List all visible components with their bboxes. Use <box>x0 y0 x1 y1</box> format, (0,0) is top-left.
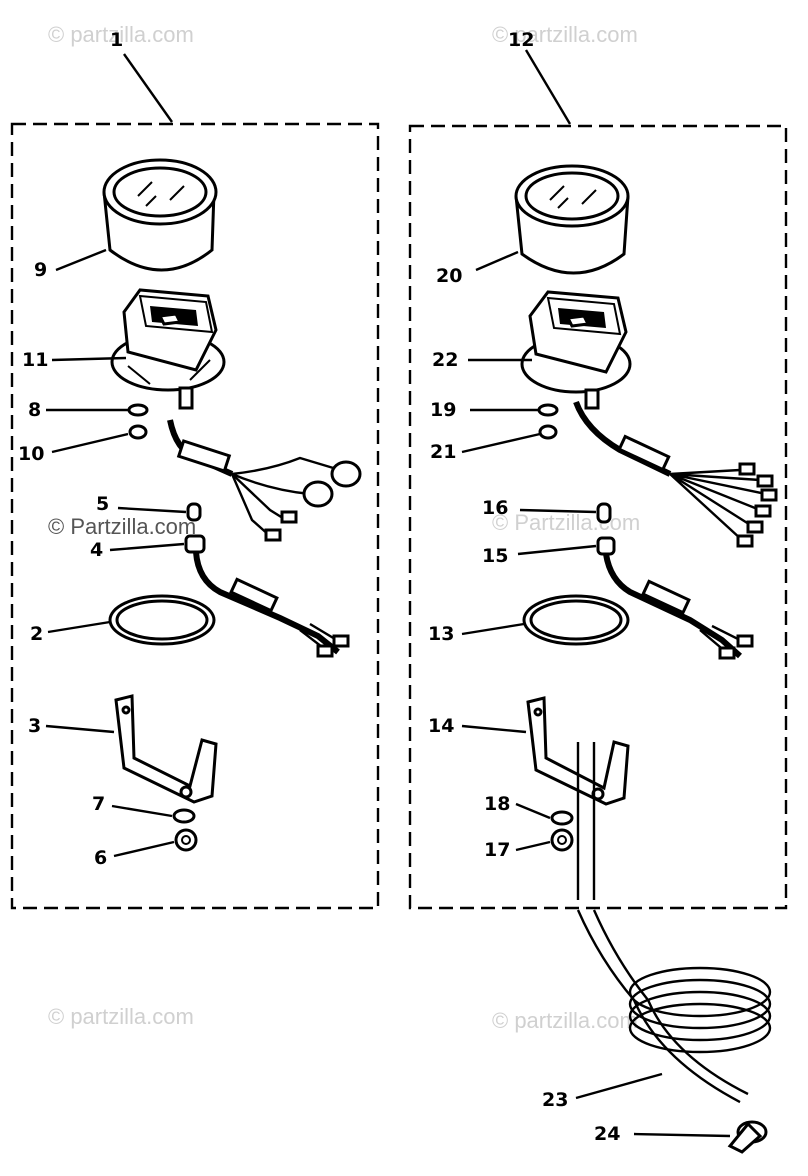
part-11-wire-harness <box>167 419 362 542</box>
callout-2: 2 <box>30 623 43 645</box>
part-11-gauge-body <box>110 288 226 410</box>
group-box-left <box>10 122 380 910</box>
part-18-washer <box>550 810 574 826</box>
callout-19: 19 <box>430 399 456 421</box>
part-19-washer <box>537 403 559 417</box>
part-9-bezel-glass <box>102 158 218 272</box>
part-22-gauge-body <box>520 290 632 410</box>
part-22-wire-harness <box>573 400 778 548</box>
part-4-socket-harness <box>184 534 350 658</box>
part-21-nut <box>538 424 558 440</box>
callout-10: 10 <box>18 443 44 465</box>
callout-21: 21 <box>430 441 456 463</box>
callout-3: 3 <box>28 715 41 737</box>
callout-8: 8 <box>28 399 41 421</box>
callout-4: 4 <box>90 539 103 561</box>
callout-24: 24 <box>594 1123 620 1145</box>
callout-7: 7 <box>92 793 105 815</box>
callout-17: 17 <box>484 839 510 861</box>
watermark-top-right: © partzilla.com <box>492 22 638 47</box>
callout-23: 23 <box>542 1089 568 1111</box>
part-7-washer <box>172 808 196 824</box>
watermark-bottom-right: © partzilla.com <box>492 1008 638 1033</box>
part-17-nut <box>550 828 574 852</box>
callout-12: 12 <box>508 29 534 51</box>
callout-11: 11 <box>22 349 48 371</box>
part-14-bracket <box>526 696 630 806</box>
part-8-washer <box>127 403 149 417</box>
callout-9: 9 <box>34 259 47 281</box>
callout-16: 16 <box>482 497 508 519</box>
part-2-o-ring <box>108 594 216 646</box>
callout-15: 15 <box>482 545 508 567</box>
callout-18: 18 <box>484 793 510 815</box>
callout-5: 5 <box>96 493 109 515</box>
part-13-o-ring <box>522 594 630 646</box>
part-5-bulb <box>186 502 202 522</box>
part-16-bulb <box>596 502 612 524</box>
callout-1: 1 <box>110 29 123 51</box>
part-10-nut <box>128 424 148 440</box>
callout-13: 13 <box>428 623 454 645</box>
watermark-top-left: © partzilla.com <box>48 22 194 47</box>
part-20-bezel-glass <box>514 164 630 275</box>
leader-lines <box>45 49 731 1138</box>
part-6-nut <box>174 828 198 852</box>
callout-14: 14 <box>428 715 454 737</box>
group-box-right <box>408 124 788 910</box>
part-3-bracket <box>114 694 218 804</box>
watermark-bottom-left: © partzilla.com <box>48 1004 194 1029</box>
callout-22: 22 <box>432 349 458 371</box>
part-15-socket-harness <box>596 536 754 660</box>
part-23-hose <box>576 742 772 1104</box>
watermark-mid-left: © Partzilla.com <box>48 514 196 539</box>
callout-20: 20 <box>436 265 462 287</box>
part-24-pickup <box>727 1120 768 1154</box>
callout-6: 6 <box>94 847 107 869</box>
watermark-mid-right: © Partzilla.com <box>492 510 640 535</box>
